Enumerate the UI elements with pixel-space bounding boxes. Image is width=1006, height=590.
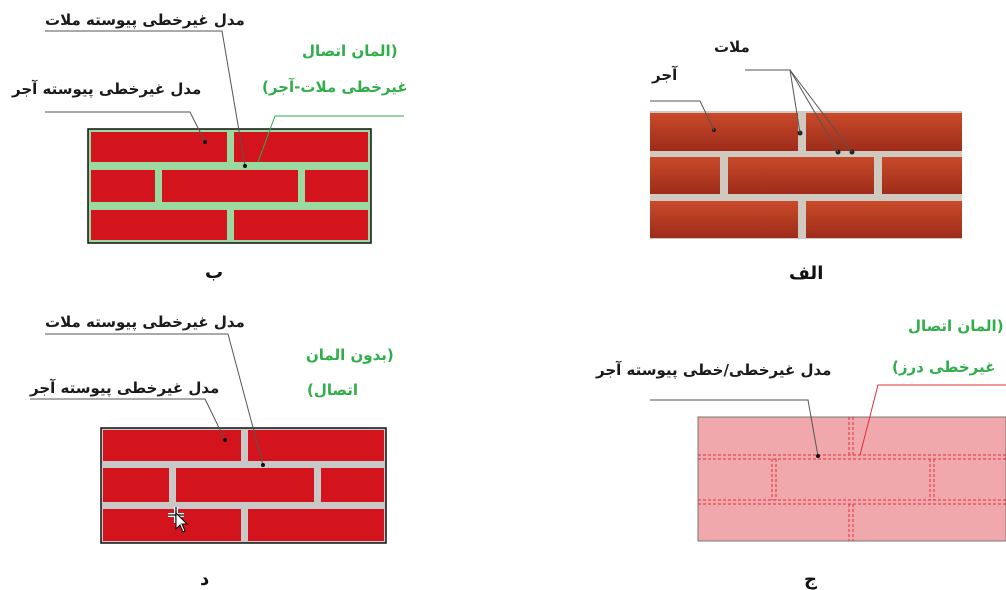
brick-model-label-be: مدل غیرخطی پیوسته آجر [12, 80, 202, 98]
panel-be-wall [45, 30, 404, 244]
panel-dal-wall [30, 333, 387, 544]
panel-letter-dal: د [200, 569, 210, 590]
no-interface-label-dal-line1: (بدون المان [306, 346, 394, 364]
mortar-label-alef: ملات [714, 38, 750, 56]
interface-label-jim-line2: غیرخطی درز) [892, 358, 996, 376]
panel-letter-be: ب [205, 262, 224, 283]
brick-label-alef: آجر [652, 66, 678, 84]
brick-model-label-jim: مدل غیرخطی/خطی پیوسته آجر [596, 361, 832, 379]
interface-label-be-line2: غیرخطی ملات-آجر) [262, 78, 408, 96]
interface-label-jim-line1: (المان اتصال [908, 317, 1004, 335]
interface-label-be-line1: (المان اتصال [302, 42, 398, 60]
photo-wall [650, 69, 962, 239]
mortar-model-label-be: مدل غیرخطی پیوسته ملات [45, 11, 245, 29]
mortar-model-label-dal: مدل غیرخطی پیوسته ملات [45, 313, 245, 331]
panel-jim-wall [650, 384, 1006, 542]
no-interface-label-dal-line2: اتصال) [307, 381, 359, 399]
move-cursor-icon [168, 507, 189, 533]
panel-letter-jim: ج [804, 569, 817, 590]
brick-model-label-dal: مدل غیرخطی پیوسته آجر [30, 379, 220, 397]
panel-letter-alef: الف [789, 263, 824, 284]
